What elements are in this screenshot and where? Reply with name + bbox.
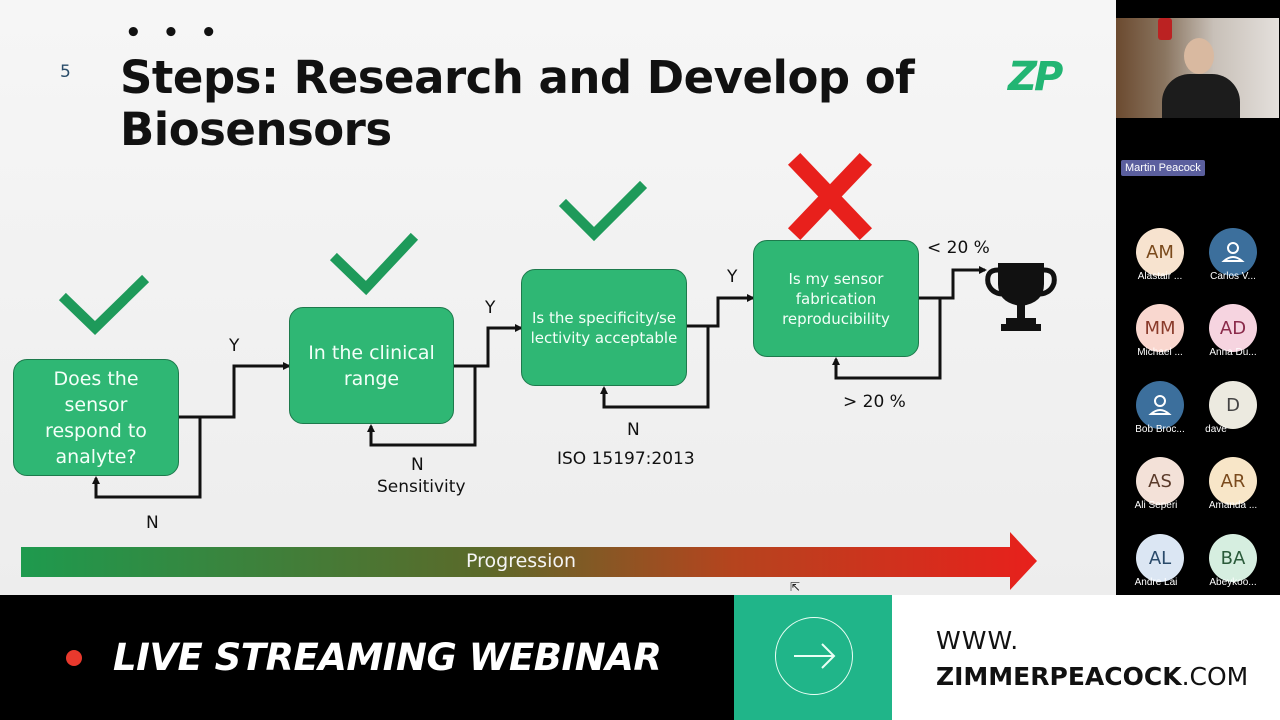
avatar[interactable] xyxy=(1209,228,1257,276)
arrow-right-icon xyxy=(794,643,836,669)
more-options-dots[interactable]: • • • xyxy=(125,18,223,48)
step4-yes-label: < 20 % xyxy=(927,238,990,258)
slide-title: Steps: Research and Develop of Biosensor… xyxy=(120,51,915,156)
step2-note-sensitivity: Sensitivity xyxy=(377,477,466,497)
presenter-video[interactable] xyxy=(1116,18,1279,118)
avatar[interactable] xyxy=(1136,381,1184,429)
person-icon xyxy=(1148,395,1172,415)
avatar-initials: AL xyxy=(1148,547,1172,569)
attendee-name: Anna Du... xyxy=(1209,347,1257,358)
attendee-name: Alastair ... xyxy=(1137,271,1183,282)
step-box-responds: Does the sensor respond to analyte? xyxy=(13,359,179,476)
attendee-name: Carlos V... xyxy=(1210,271,1256,282)
check-icon xyxy=(558,180,648,242)
step-box-reproducibility: Is my sensor fabrication reproducibility xyxy=(753,240,919,357)
live-banner xyxy=(0,595,734,720)
attendee-name: Amanda ... xyxy=(1208,500,1258,511)
website-url-prefix[interactable]: WWW. xyxy=(936,626,1020,655)
attendee-name: Bob Broc... xyxy=(1135,424,1185,435)
avatar[interactable]: AM xyxy=(1136,228,1184,276)
avatar-initials: MM xyxy=(1144,317,1176,339)
live-record-dot-icon xyxy=(66,650,82,666)
mouse-cursor-icon: ⇱ xyxy=(790,580,801,594)
presenter-body xyxy=(1162,74,1240,118)
attendee-name: Michael ... xyxy=(1137,347,1183,358)
avatar-initials: AD xyxy=(1219,317,1247,339)
website-url[interactable]: ZIMMERPEACOCK.COM xyxy=(936,662,1248,691)
cross-icon xyxy=(787,152,873,241)
flowchart-diagram xyxy=(21,152,1057,590)
website-url-tld: .COM xyxy=(1181,662,1249,691)
trophy-icon xyxy=(985,263,1057,331)
step3-note-iso: ISO 15197:2013 xyxy=(557,449,695,469)
zp-logo: ZP xyxy=(1008,54,1063,100)
attendee-name: dave xyxy=(1205,424,1227,435)
person-icon xyxy=(1221,242,1245,262)
attendee-name: Andre Lai xyxy=(1134,577,1178,588)
avatar[interactable]: MM xyxy=(1136,304,1184,352)
website-url-domain: ZIMMERPEACOCK xyxy=(936,662,1182,691)
step-box-clinical-range: In the clinical range xyxy=(289,307,454,424)
presenter-name-tag: Martin Peacock xyxy=(1121,160,1205,176)
step1-yes-label: Y xyxy=(229,336,240,356)
arrow-right-button[interactable] xyxy=(775,617,853,695)
attendee-name: Abeykoo... xyxy=(1209,577,1257,588)
avatar-initials: AS xyxy=(1148,470,1172,492)
step3-yes-label: Y xyxy=(727,267,738,287)
avatar[interactable]: AD xyxy=(1209,304,1257,352)
presenter-head xyxy=(1184,38,1214,74)
step3-no-label: N xyxy=(627,420,640,440)
avatar-initials: AM xyxy=(1146,241,1174,263)
avatar-initials: D xyxy=(1226,394,1240,416)
step2-no-label: N xyxy=(411,455,424,475)
attendee-name: Ali Seperi xyxy=(1134,500,1178,511)
check-icon xyxy=(329,232,419,296)
step2-yes-label: Y xyxy=(485,298,496,318)
website-panel xyxy=(892,595,1280,720)
step-box-specificity: Is the specificity/selectivity acceptabl… xyxy=(521,269,687,386)
live-streaming-label: LIVE STREAMING WEBINAR xyxy=(113,636,662,679)
avatar[interactable]: AL xyxy=(1136,534,1184,582)
avatar[interactable]: AS xyxy=(1136,457,1184,505)
avatar-initials: BA xyxy=(1220,547,1246,569)
step1-no-label: N xyxy=(146,513,159,533)
progression-arrow xyxy=(21,532,1037,590)
avatar[interactable]: D xyxy=(1209,381,1257,429)
avatar-initials: AR xyxy=(1220,470,1246,492)
avatar[interactable]: AR xyxy=(1209,457,1257,505)
presentation-slide: • • • 5 Steps: Research and Develop of B… xyxy=(0,0,1116,595)
avatar[interactable]: BA xyxy=(1209,534,1257,582)
progression-label: Progression xyxy=(466,550,577,572)
slide-page-number: 5 xyxy=(60,62,71,82)
lamp-shape xyxy=(1158,18,1172,40)
step4-no-label: > 20 % xyxy=(843,392,906,412)
check-icon xyxy=(58,274,150,335)
